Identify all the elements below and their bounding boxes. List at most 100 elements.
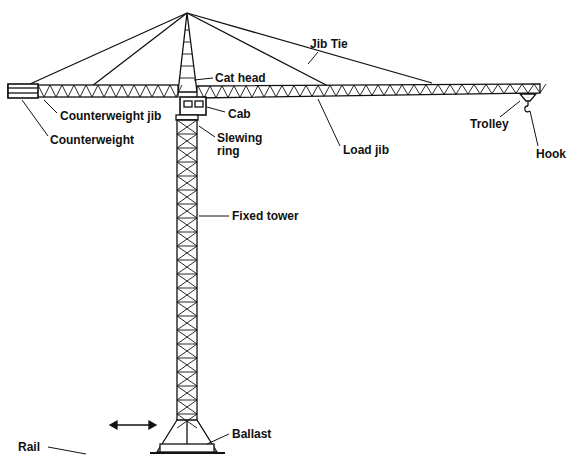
crane-stroke [62, 85, 68, 97]
crane-stroke [177, 176, 197, 190]
crane-stroke [336, 85, 342, 96]
crane-stroke [176, 85, 182, 97]
crane-stroke [282, 86, 288, 97]
crane-stroke [408, 85, 414, 95]
crane-stroke [110, 85, 116, 97]
crane-stroke [68, 85, 74, 97]
crane-stroke [540, 84, 546, 93]
crane-stroke [402, 85, 408, 95]
crane-stroke [8, 87, 38, 88]
crane-stroke [527, 101, 528, 106]
crane-stroke [240, 86, 246, 98]
crane-stroke [170, 85, 176, 97]
crane-stroke [468, 84, 474, 94]
crane-stroke [150, 452, 225, 454]
crane-stroke [8, 85, 178, 97]
crane-stroke [207, 434, 229, 444]
crane-stroke [177, 274, 197, 275]
part-label: Rail [18, 441, 40, 454]
crane-stroke [177, 204, 197, 218]
part-label: Hook [536, 148, 566, 161]
crane-stroke [308, 52, 318, 64]
crane-stroke [8, 92, 38, 93]
crane-stroke [177, 288, 197, 289]
crane-stroke [152, 85, 158, 97]
crane-stroke [288, 85, 294, 96]
crane-stroke [438, 85, 444, 95]
crane-stroke [179, 78, 195, 79]
crane-stroke [195, 101, 203, 107]
crane-stroke [300, 85, 306, 96]
crane-stroke [207, 107, 225, 112]
crane-stroke [500, 101, 520, 117]
crane-stroke [324, 85, 330, 96]
crane-stroke [92, 85, 98, 97]
crane-stroke [372, 85, 378, 96]
crane-stroke [176, 115, 198, 120]
crane-stroke [330, 85, 336, 96]
part-label: Ballast [232, 428, 271, 441]
crane-stroke [426, 85, 432, 95]
crane-stroke [177, 148, 197, 149]
crane-stroke [177, 120, 197, 134]
crane-stroke [146, 85, 152, 97]
crane-stroke [396, 85, 402, 95]
crane-stroke [177, 400, 197, 414]
crane-stroke [528, 84, 534, 93]
crane-stroke [177, 190, 197, 191]
crane-stroke [177, 176, 197, 190]
crane-stroke [128, 85, 134, 97]
crane-stroke [312, 85, 318, 96]
lattice-bracing [38, 30, 546, 428]
crane-stroke [294, 85, 300, 96]
crane-stroke [177, 372, 197, 373]
crane-stroke [520, 94, 536, 101]
crane-stroke [252, 86, 258, 98]
crane-outline [8, 13, 540, 453]
crane-stroke [177, 316, 197, 330]
crane-stroke [177, 218, 197, 232]
part-label: Cab [228, 108, 251, 121]
crane-stroke [177, 358, 197, 372]
crane-stroke [492, 84, 498, 93]
crane-stroke [184, 101, 192, 107]
crane-stroke [366, 85, 372, 95]
crane-stroke [177, 204, 197, 218]
crane-stroke [177, 344, 197, 358]
part-label: Trolley [470, 118, 509, 131]
crane-stroke [420, 85, 426, 95]
crane-stroke [122, 85, 128, 97]
crane-stroke [378, 85, 384, 95]
crane-stroke [198, 86, 204, 98]
crane-stroke [92, 13, 187, 86]
crane-stroke [177, 232, 197, 246]
crane-stroke [177, 190, 197, 204]
crane-stroke [177, 204, 197, 205]
crane-stroke [177, 302, 197, 316]
part-label: Load jib [343, 144, 389, 157]
crane-stroke [177, 316, 197, 317]
crane-stroke [177, 120, 197, 121]
crane-stroke [22, 100, 48, 136]
crane-stroke [110, 421, 117, 429]
crane-stroke [194, 78, 213, 80]
crane-stroke [48, 447, 86, 454]
crane-stroke [504, 84, 510, 93]
crane-stroke [177, 386, 197, 387]
part-label: Jib Tie [310, 38, 348, 51]
crane-stroke [318, 99, 340, 146]
crane-stroke [177, 358, 197, 359]
crane-stroke [177, 344, 197, 358]
crane-stroke [74, 85, 80, 97]
crane-stroke [450, 85, 456, 95]
crane-stroke [177, 134, 197, 135]
crane-stroke [276, 86, 282, 97]
crane-stroke [187, 13, 330, 87]
crane-stroke [177, 414, 197, 428]
crane-stroke [44, 100, 57, 113]
crane-stroke [177, 218, 197, 232]
crane-stroke [177, 134, 197, 148]
crane-stroke [177, 358, 197, 372]
crane-stroke [306, 85, 312, 96]
